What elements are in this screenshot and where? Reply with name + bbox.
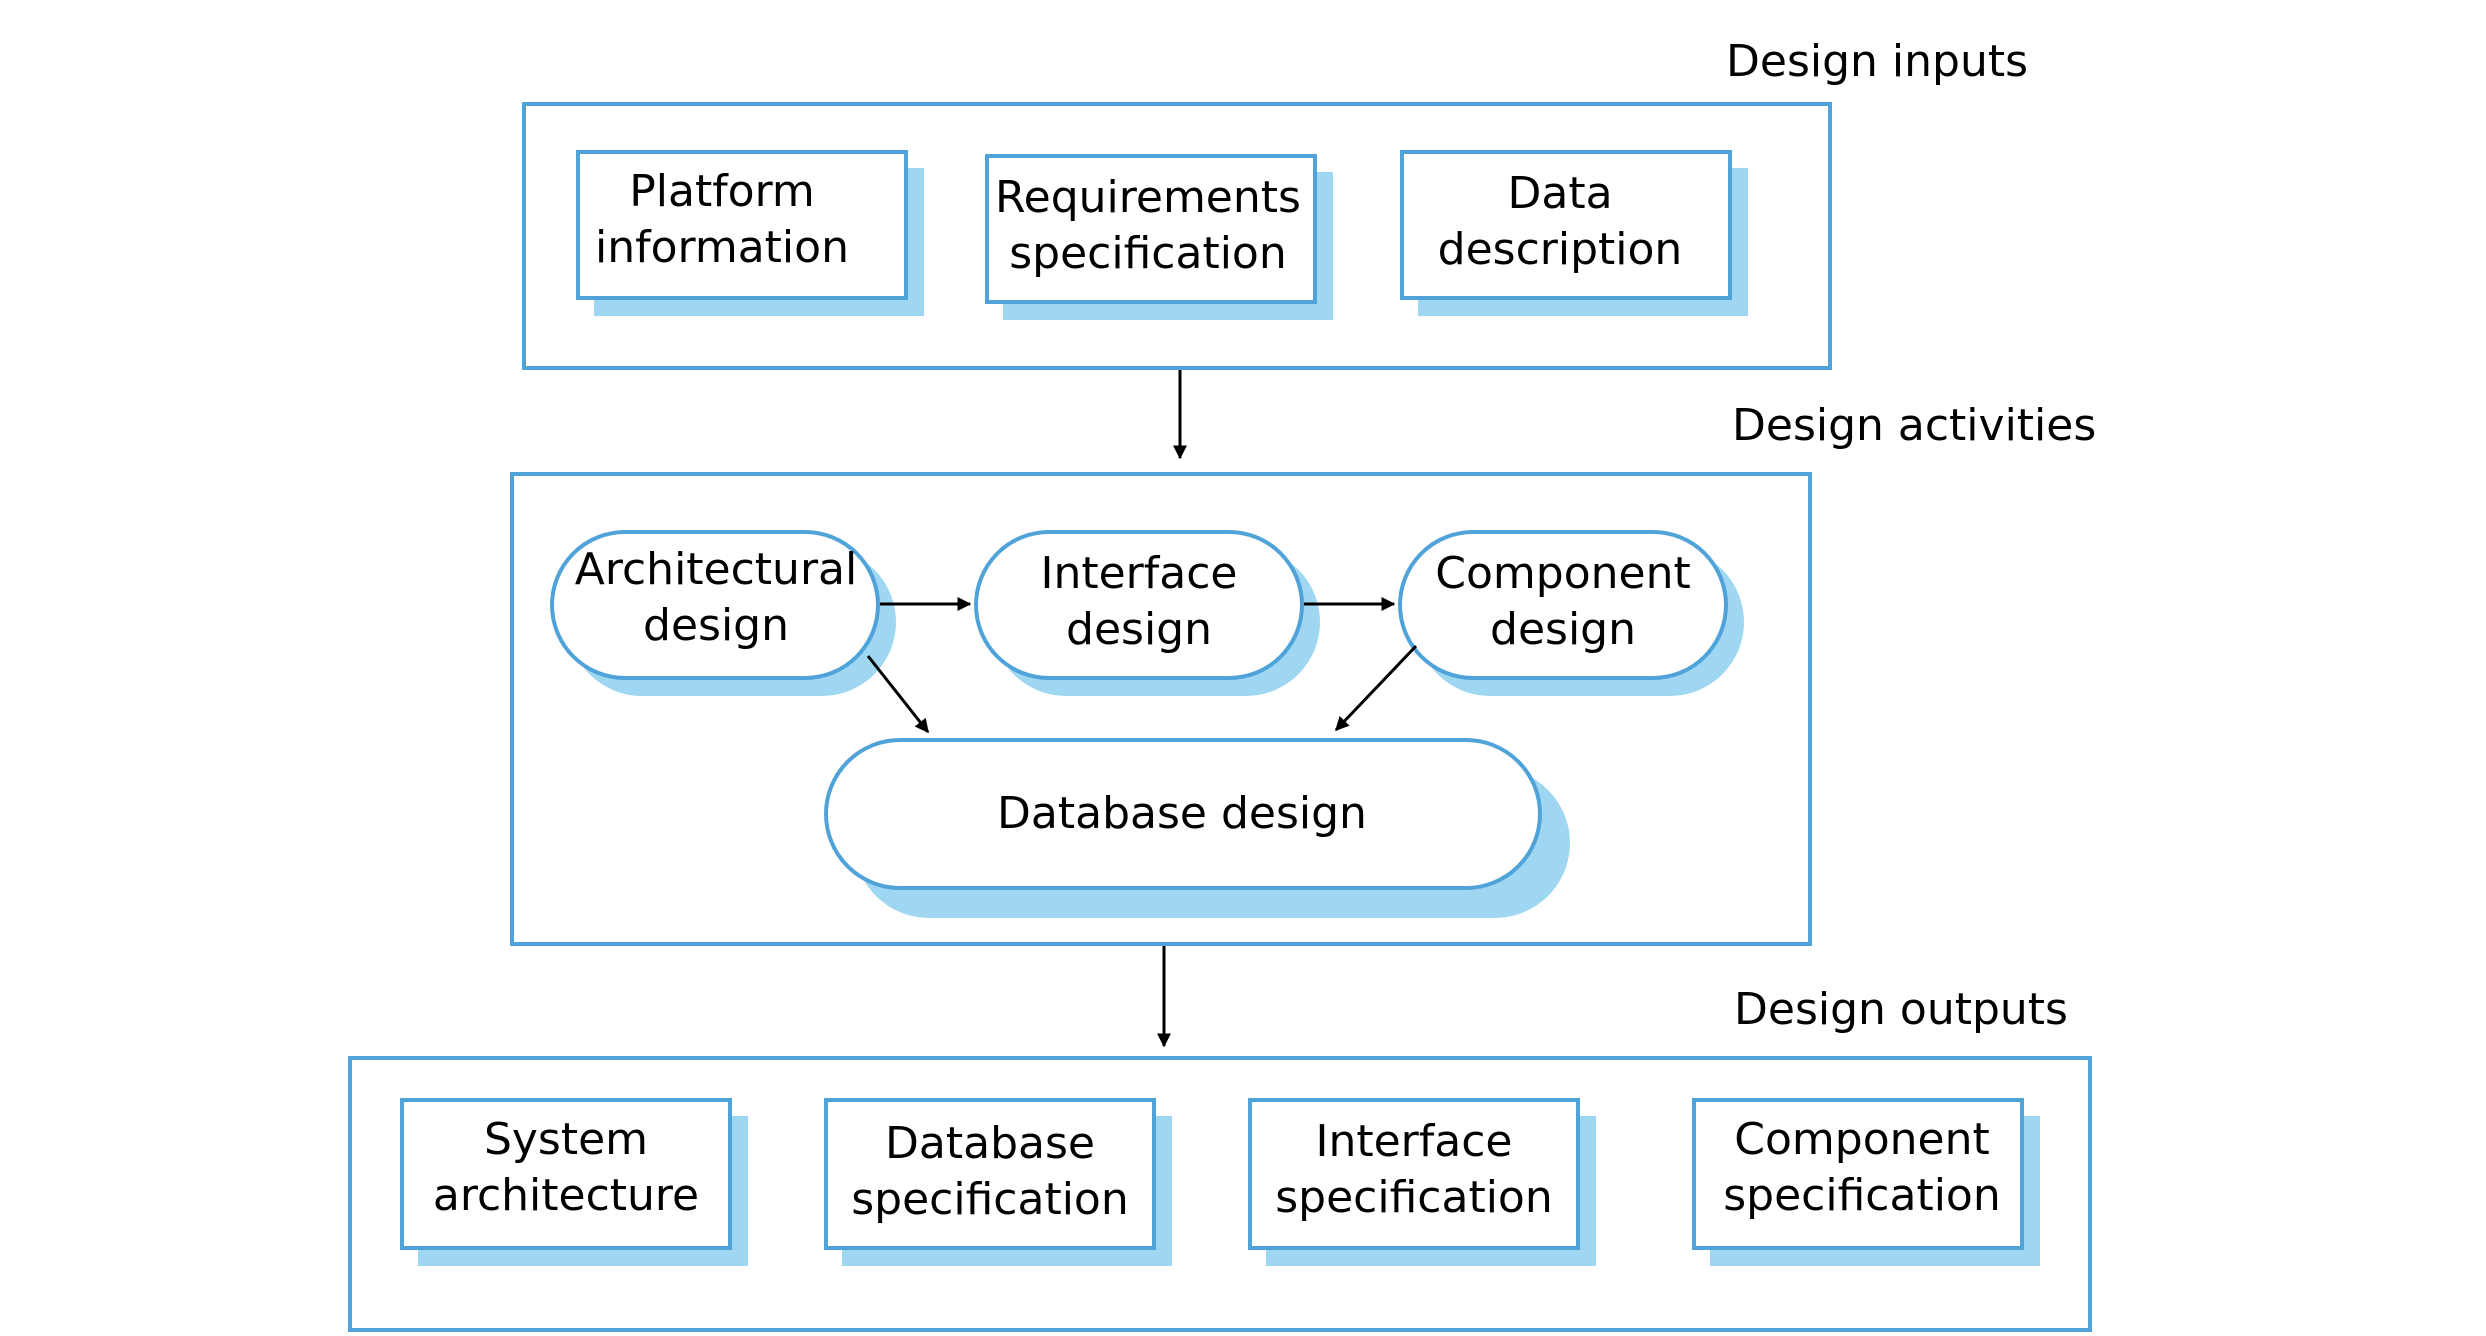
output-interface-specification: Interface specification bbox=[1248, 1098, 1596, 1266]
activity-interface-design: Interface design bbox=[974, 530, 1320, 696]
input-data-description: Data description bbox=[1400, 150, 1748, 316]
activity-database-design: Database design bbox=[824, 738, 1570, 918]
activity-database-label: Database design bbox=[997, 788, 1367, 839]
input-data-line2: description bbox=[1438, 224, 1683, 275]
activity-component-line1: Component bbox=[1435, 548, 1690, 599]
arrow-component-to-database bbox=[1334, 644, 1418, 732]
output-component-line1: Component bbox=[1734, 1114, 1989, 1165]
activity-architectural-line2: design bbox=[643, 600, 789, 651]
output-database-line1: Database bbox=[885, 1118, 1095, 1169]
input-requirements-specification: Requirements specification bbox=[985, 154, 1333, 320]
output-system-line1: System bbox=[484, 1114, 648, 1165]
output-interface-line2: specification bbox=[1275, 1172, 1553, 1223]
input-platform-line2: information bbox=[595, 222, 849, 273]
output-system-line2: architecture bbox=[433, 1170, 699, 1221]
output-component-line2: specification bbox=[1723, 1170, 2001, 1221]
design-outputs-label: Design outputs bbox=[1734, 984, 2068, 1035]
input-requirements-line2: specification bbox=[1009, 228, 1287, 279]
output-database-line2: specification bbox=[851, 1174, 1129, 1225]
input-platform-information: Platform information bbox=[576, 150, 924, 316]
activity-component-line2: design bbox=[1490, 604, 1636, 655]
output-database-specification: Database specification bbox=[824, 1098, 1172, 1266]
design-inputs-label: Design inputs bbox=[1726, 36, 2028, 87]
input-platform-line1: Platform bbox=[629, 166, 815, 217]
activity-architectural-design: Architectural design bbox=[550, 530, 896, 696]
output-system-architecture: System architecture bbox=[400, 1098, 748, 1266]
activity-interface-line1: Interface bbox=[1041, 548, 1238, 599]
activity-interface-line2: design bbox=[1066, 604, 1212, 655]
activity-component-design: Component design bbox=[1398, 530, 1744, 696]
input-data-line1: Data bbox=[1507, 168, 1612, 219]
input-requirements-line1: Requirements bbox=[995, 172, 1301, 223]
output-component-specification: Component specification bbox=[1692, 1098, 2040, 1266]
arrow-architectural-to-database bbox=[866, 655, 930, 734]
design-activities-label: Design activities bbox=[1732, 400, 2096, 451]
activity-architectural-line1: Architectural bbox=[575, 544, 857, 595]
output-interface-line1: Interface bbox=[1316, 1116, 1513, 1167]
